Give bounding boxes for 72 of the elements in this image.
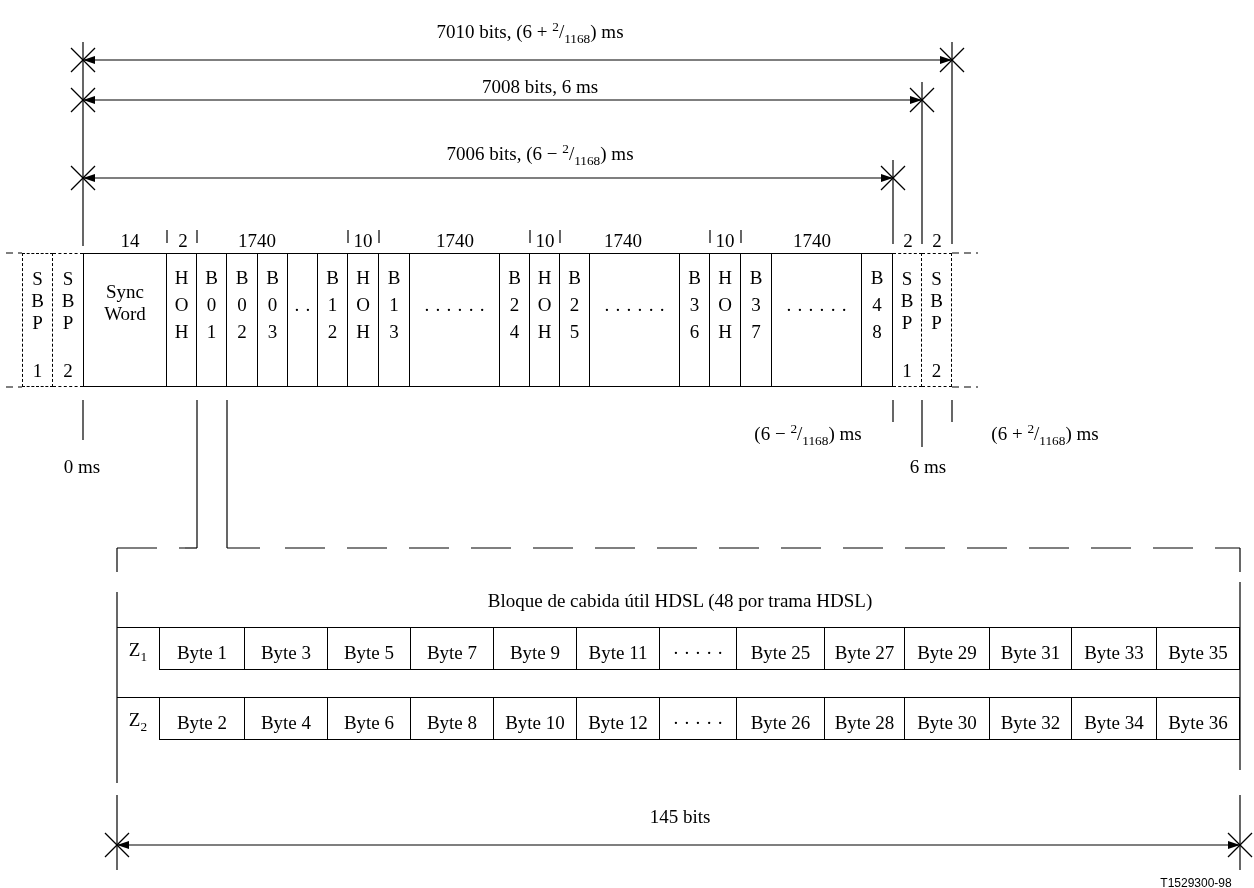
bit-count: 1740 [604, 230, 642, 252]
ellipsis-cell: · · · · · · [410, 253, 500, 387]
byte-cell: Byte 35 [1157, 627, 1240, 670]
frame-cell: B 2 5 [560, 253, 590, 387]
frame-cell: B 0 3 [258, 253, 288, 387]
sbp-cell: S B P 2 [922, 253, 952, 387]
byte-cell: Byte 36 [1157, 697, 1240, 740]
time-label: 6 ms [909, 456, 947, 478]
byte-cell: · · · · · [660, 697, 737, 740]
bit-count: 1740 [238, 230, 276, 252]
byte-cell: Byte 32 [990, 697, 1072, 740]
byte-cell: Byte 34 [1072, 697, 1157, 740]
figure-id: T1529300-98 [1160, 875, 1232, 888]
byte-cell: Byte 11 [577, 627, 660, 670]
frame-cell: H O H [167, 253, 197, 387]
byte-cell: Byte 5 [328, 627, 411, 670]
ellipsis-cell: · · · · · · [590, 253, 680, 387]
time-label: (6 − $^{2}$/$_{1168}$) ms [754, 420, 862, 451]
dimension-label: 7008 bits, 6 ms [481, 76, 599, 98]
byte-cell: Byte 31 [990, 627, 1072, 670]
byte-cell: Byte 6 [328, 697, 411, 740]
byte-cell: Byte 29 [905, 627, 990, 670]
bit-count: 10 [715, 230, 735, 252]
bit-count: 2 [178, 230, 188, 252]
bit-count: 1740 [793, 230, 831, 252]
frame-cell: H O H [348, 253, 379, 387]
bit-count: 1740 [436, 230, 474, 252]
bit-count: 2 [903, 230, 913, 252]
frame-cell: B 0 2 [227, 253, 258, 387]
byte-cell: Byte 25 [737, 627, 825, 670]
byte-cell: Byte 7 [411, 627, 494, 670]
byte-cell: Byte 26 [737, 697, 825, 740]
sbp-cell: S B P 1 [893, 253, 922, 387]
field-label: Z$_{2}$ [117, 697, 160, 740]
field-label: Z$_{1}$ [117, 627, 160, 670]
byte-cell: Byte 33 [1072, 627, 1157, 670]
ellipsis-cell: · · [288, 253, 318, 387]
byte-cell: Byte 30 [905, 697, 990, 740]
frame-cell: H O H [710, 253, 741, 387]
byte-cell: Byte 12 [577, 697, 660, 740]
bit-count: 14 [120, 230, 140, 252]
byte-cell: Byte 1 [160, 627, 245, 670]
byte-cell: Byte 28 [825, 697, 905, 740]
time-label: (6 + $^{2}$/$_{1168}$) ms [991, 420, 1099, 451]
frame-cell: B 4 8 [862, 253, 893, 387]
byte-cell: Byte 8 [411, 697, 494, 740]
byte-cell: Byte 10 [494, 697, 577, 740]
frame-cell: B 3 7 [741, 253, 772, 387]
dimension-label: 7006 bits, (6 − $^{2}$/$_{1168}$) ms [446, 140, 634, 171]
sbp-cell: S B P 2 [53, 253, 83, 387]
bit-count: 10 [353, 230, 373, 252]
frame-cell: H O H [530, 253, 560, 387]
byte-cell: Byte 9 [494, 627, 577, 670]
bit-count: 10 [535, 230, 555, 252]
frame-cell: B 0 1 [197, 253, 227, 387]
byte-cell: Byte 27 [825, 627, 905, 670]
bit-count: 2 [932, 230, 942, 252]
dimension-label: 145 bits [649, 806, 711, 828]
sync-word-cell: Sync Word [83, 253, 167, 387]
byte-cell: · · · · · [660, 627, 737, 670]
time-label: 0 ms [63, 456, 101, 478]
dimension-label: 7010 bits, (6 + $^{2}$/$_{1168}$) ms [436, 18, 624, 49]
frame-cell: B 2 4 [500, 253, 530, 387]
byte-cell: Byte 3 [245, 627, 328, 670]
sbp-cell: S B P 1 [22, 253, 53, 387]
frame-cell: B 1 2 [318, 253, 348, 387]
frame-cell: B 1 3 [379, 253, 410, 387]
byte-cell: Byte 4 [245, 697, 328, 740]
ellipsis-cell: · · · · · · [772, 253, 862, 387]
byte-cell: Byte 2 [160, 697, 245, 740]
block-title: Bloque de cabida útil HDSL (48 por trama HDSL) [487, 590, 873, 612]
frame-cell: B 3 6 [680, 253, 710, 387]
